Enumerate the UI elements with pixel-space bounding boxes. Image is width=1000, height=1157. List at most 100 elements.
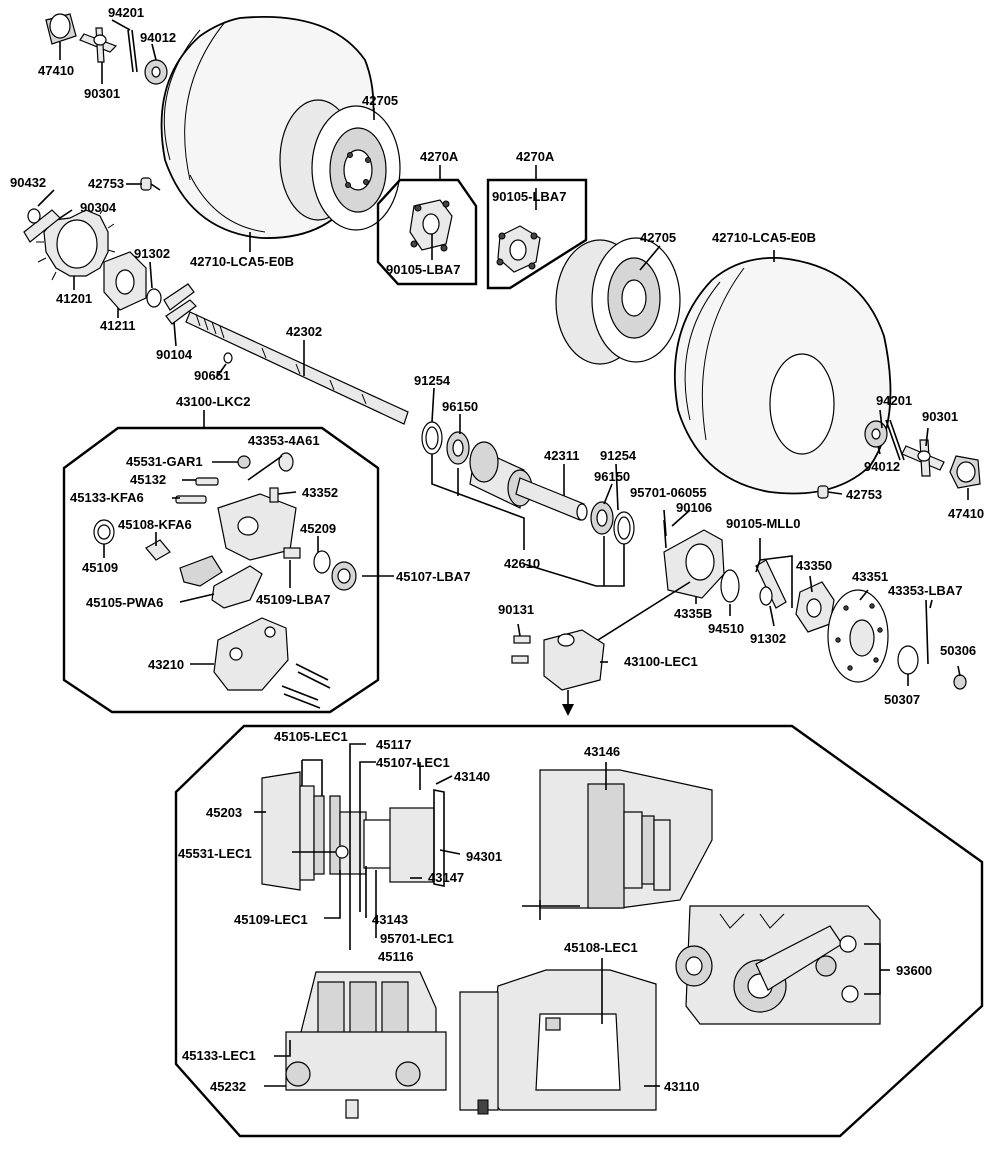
piston-45107-LBA7 <box>331 561 357 591</box>
label-43210: 43210 <box>148 657 184 672</box>
label-42710-right: 42710-LCA5-E0B <box>712 230 816 245</box>
label-45108-LEC1: 45108-LEC1 <box>564 940 638 955</box>
pads-45105-PWA6 <box>179 555 263 609</box>
detail-bracket-43110 <box>459 969 657 1115</box>
label-45109: 45109 <box>82 560 118 575</box>
label-95701-06055: 95701-06055 <box>630 485 707 500</box>
label-42753-right: 42753 <box>846 487 882 502</box>
label-45209: 45209 <box>300 521 336 536</box>
left-cotter-pin-94201 <box>127 29 138 73</box>
right-valve-42753 <box>817 485 829 499</box>
label-45105-PWA6: 45105-PWA6 <box>86 595 163 610</box>
label-93600: 93600 <box>896 963 932 978</box>
snap-ring-91254-left <box>421 421 443 455</box>
label-45203: 45203 <box>206 805 242 820</box>
label-96150-right: 96150 <box>594 469 630 484</box>
label-45531-LEC1: 45531-LEC1 <box>178 846 252 861</box>
washer-94510 <box>720 569 740 603</box>
hub-kit-4270A-right <box>496 225 541 273</box>
washer-50307 <box>897 645 919 675</box>
label-45531-GAR1: 45531-GAR1 <box>126 454 203 469</box>
label-43353-4A61: 43353-4A61 <box>248 433 320 448</box>
part-labels: 47410 94201 94012 90301 42705 90432 4275… <box>10 5 984 1094</box>
detail-caliper-top <box>675 905 881 1025</box>
label-42311: 42311 <box>544 448 579 463</box>
label-90104: 90104 <box>156 347 193 362</box>
bleed-valve-45531-GAR1 <box>237 455 251 469</box>
label-45107-LBA7: 45107-LBA7 <box>396 569 470 584</box>
boot-45109-LBA7 <box>283 547 301 559</box>
label-43110: 43110 <box>664 1079 699 1094</box>
hub-kit-box-left <box>376 178 478 286</box>
label-43143: 43143 <box>372 912 408 927</box>
bolts-90131 <box>511 635 531 664</box>
detail-caliper-section <box>261 771 445 891</box>
label-45116: 45116 <box>378 949 413 964</box>
label-42710-left: 42710-LCA5-E0B <box>190 254 294 269</box>
bolt-43353-4A61 <box>278 452 294 472</box>
label-45109-LEC1: 45109-LEC1 <box>234 912 308 927</box>
rear-axle-42302 <box>185 311 409 425</box>
label-43100-LEC1: 43100-LEC1 <box>624 654 698 669</box>
label-50306: 50306 <box>940 643 976 658</box>
right-cotter-pin-94201 <box>885 419 905 461</box>
label-90131: 90131 <box>498 602 534 617</box>
lock-plate-90104 <box>163 283 197 325</box>
label-45105-LEC1: 45105-LEC1 <box>274 729 348 744</box>
label-4270A-left: 4270A <box>420 149 459 164</box>
label-90301-right: 90301 <box>922 409 958 424</box>
seal-45209 <box>313 550 331 574</box>
pin-45133-KFA6 <box>175 495 207 504</box>
caliper-43100-LEC1 <box>543 581 691 691</box>
label-45109-LBA7: 45109-LBA7 <box>256 592 330 607</box>
right-wheel-rim <box>555 237 681 365</box>
label-90432: 90432 <box>10 175 46 190</box>
label-90304: 90304 <box>80 200 117 215</box>
bracket-43210 <box>213 617 331 709</box>
brake-disc-43351 <box>827 589 889 683</box>
leader-lines <box>37 19 969 1087</box>
bearing-housing-42610 <box>469 441 533 509</box>
detail-caliper-side <box>522 769 713 920</box>
label-91254-right: 91254 <box>600 448 637 463</box>
left-valve-42753 <box>140 177 161 191</box>
label-42705-left: 42705 <box>362 93 398 108</box>
label-96150-left: 96150 <box>442 399 478 414</box>
left-hub-cap-47410 <box>45 13 77 45</box>
bolt-95701-06055 <box>663 509 667 537</box>
hub-kit-4270A-left <box>409 199 453 252</box>
seal-45109 <box>93 519 115 545</box>
label-91302-left: 91302 <box>134 246 170 261</box>
caliper-bracket-4335B <box>663 519 725 599</box>
spacer-42311 <box>515 477 588 521</box>
label-4270A-right: 4270A <box>516 149 555 164</box>
pin-45132 <box>195 477 219 486</box>
label-43147: 43147 <box>428 870 464 885</box>
right-tire <box>673 256 892 495</box>
label-90105-LBA7-left: 90105-LBA7 <box>386 262 460 277</box>
label-45108-KFA6: 45108-KFA6 <box>118 517 192 532</box>
label-42753-left: 42753 <box>88 176 124 191</box>
label-90301-left: 90301 <box>84 86 120 101</box>
label-94301: 94301 <box>466 849 502 864</box>
caliper-detail-box <box>174 724 984 1138</box>
washer-91302-right <box>759 586 773 606</box>
label-41201: 41201 <box>56 291 92 306</box>
label-43351: 43351 <box>852 569 888 584</box>
sprocket-hub-41211 <box>103 251 147 311</box>
caliper-kit-box <box>62 426 380 714</box>
label-42610: 42610 <box>504 556 540 571</box>
arrow-down <box>562 690 574 716</box>
pin-43352 <box>269 487 279 503</box>
label-90105-LBA7-right: 90105-LBA7 <box>492 189 566 204</box>
label-94012-right: 94012 <box>864 459 900 474</box>
label-43100-LKC2: 43100-LKC2 <box>176 394 250 409</box>
label-43146: 43146 <box>584 744 620 759</box>
label-90651: 90651 <box>194 368 230 383</box>
left-wheel-rim <box>279 99 401 231</box>
washer-91302-left <box>146 288 162 308</box>
nut-50306 <box>953 674 967 690</box>
label-90106: 90106 <box>676 500 712 515</box>
label-94510: 94510 <box>708 621 744 636</box>
